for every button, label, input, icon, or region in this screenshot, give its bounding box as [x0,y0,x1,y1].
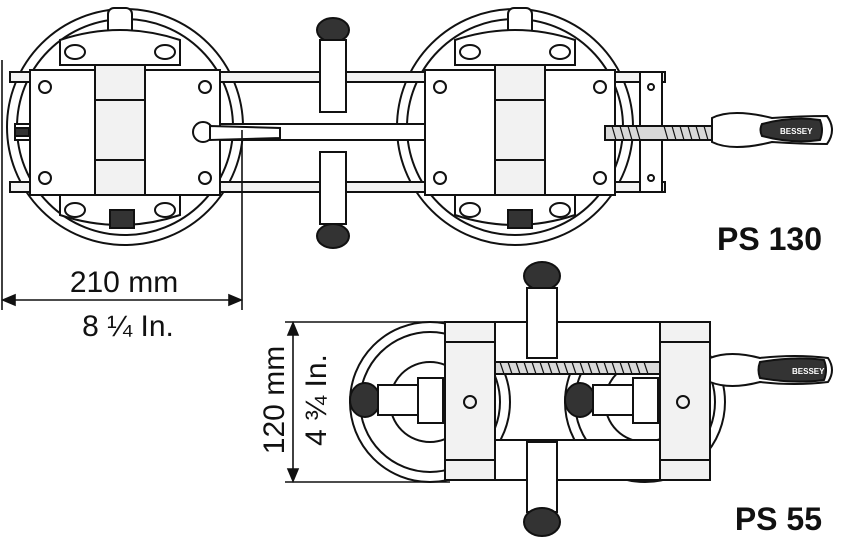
ps55-bottom-thumb-screw [523,441,561,537]
ps130-width-mm: 210 mm [70,266,178,299]
ps130-width-dimension [0,60,244,310]
ps130-top-thumb-screw [316,17,350,113]
ps55-model-label: PS 55 [735,501,822,537]
ps130-brand-label: BESSEY [780,127,813,136]
ps55-left-lever [349,377,444,424]
ps130-spindle-and-handle [604,71,833,193]
ps130-model-label: PS 130 [717,221,822,257]
ps130-right-clamp-block [424,7,616,229]
ps130-width-in: 8 ¼ In. [82,310,174,343]
ps130-bottom-thumb-screw [316,151,350,249]
ps55-height-dimension [285,320,450,484]
ps55-height-in: 4 ¾ In. [300,354,333,446]
ps130-left-clamp-block [29,7,221,229]
ps130-release-lever [192,121,281,143]
ps55-brand-label: BESSEY [792,367,825,376]
ps55-right-lever [564,377,659,424]
ps55-handle [709,353,833,387]
ps130-clamp-drawing [6,7,833,249]
ps55-clamp-drawing [349,261,833,537]
ps55-height-mm: 120 mm [258,346,291,454]
ps55-top-thumb-screw [523,261,561,359]
